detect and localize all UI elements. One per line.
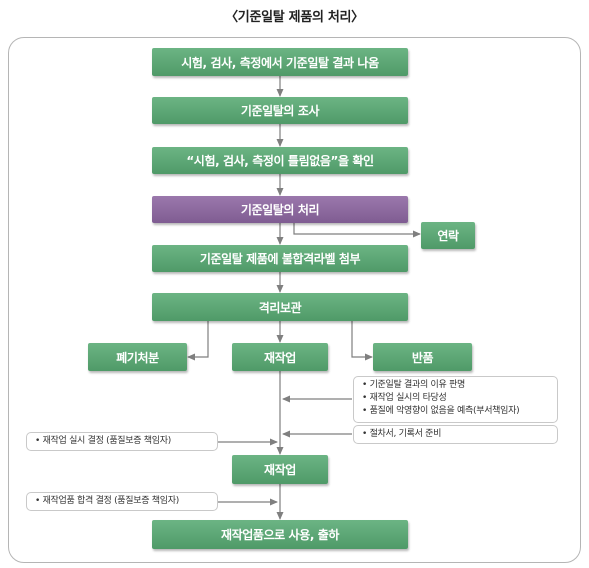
note-condition-line: • 품질에 악영향이 없음을 예측(부서책임자): [362, 406, 520, 416]
note-condition-line: • 재작업 실시의 타당성: [362, 393, 447, 403]
arrow-quarantine-to-return: [351, 321, 373, 361]
note-prepare-documents: • 절차서, 기록서 준비: [353, 425, 558, 444]
step-rework-second: 재작업: [232, 455, 328, 484]
step-rework: 재작업: [232, 343, 328, 371]
step-handle-out-of-spec: 기준일탈의 처리: [152, 196, 408, 223]
step-quarantine: 격리보관: [152, 293, 408, 321]
step-attach-reject-label: 기준일탈 제품에 불합격라벨 첨부: [152, 245, 408, 272]
note-decide-pass: • 재작업품 합격 결정 (품질보증 책임자): [26, 492, 218, 511]
step-dispose: 폐기처분: [88, 343, 187, 371]
step-confirm-no-error: “시험, 검사, 측정이 틀림없음”을 확인: [152, 147, 408, 174]
diagram-title: 〈기준일탈 제품의 처리〉: [225, 10, 364, 25]
note-rework-conditions: • 기준일탈 결과의 이유 판명 • 재작업 실시의 타당성 • 품질에 악영향…: [353, 376, 558, 423]
step-investigation: 기준일탈의 조사: [152, 97, 408, 124]
arrow-quarantine-to-dispose: [187, 321, 209, 361]
arrow-handle-to-contact: [293, 223, 421, 238]
note-condition-line: • 기준일탈 결과의 이유 판명: [362, 380, 466, 390]
step-result-out-of-spec: 시험, 검사, 측정에서 기준일탈 결과 나옴: [152, 48, 408, 76]
step-return: 반품: [373, 343, 472, 371]
note-decide-rework: • 재작업 실시 결정 (품질보증 책임자): [26, 432, 218, 451]
step-use-ship-reworked: 재작업품으로 사용, 출하: [152, 520, 408, 549]
diagram-frame: [8, 37, 581, 563]
step-contact: 연락: [421, 222, 475, 249]
